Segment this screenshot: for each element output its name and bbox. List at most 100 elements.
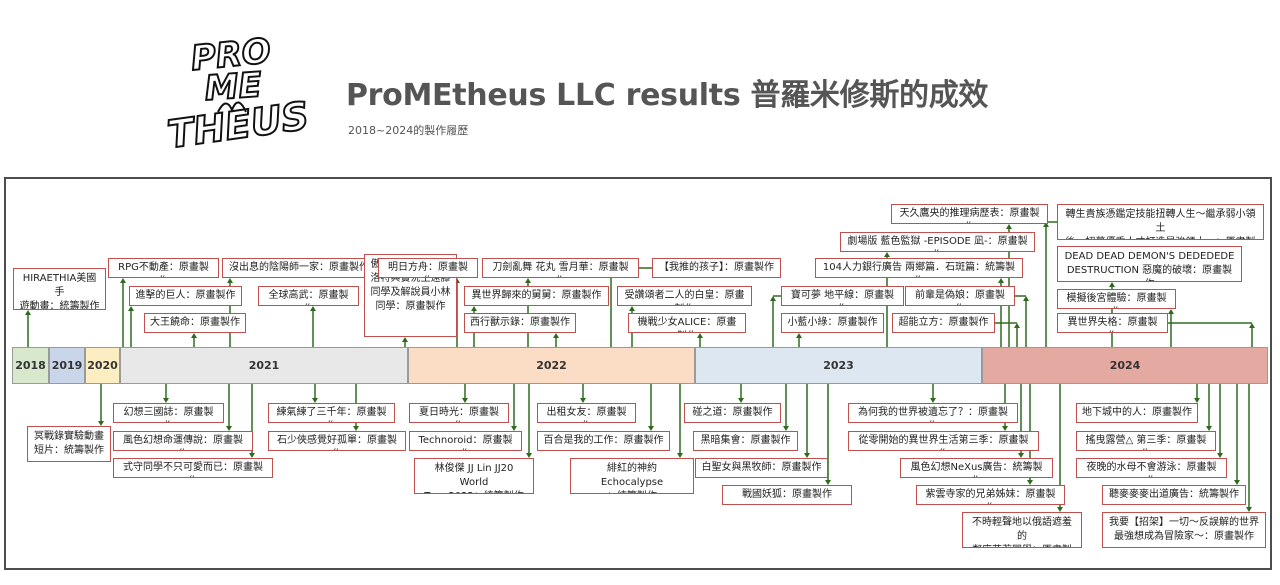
arrowhead-below-14 xyxy=(804,453,810,458)
event-below-13: 黑暗集會：原畫製作 xyxy=(693,431,798,451)
year-segment-2018: 2018 xyxy=(12,347,49,384)
svg-text:ME: ME xyxy=(203,65,263,109)
event-above-19: 前輩是偽娘：原畫製作 xyxy=(905,286,1015,306)
arrowhead-below-6 xyxy=(462,398,468,403)
event-above-7: 明日方舟：原畫製作 xyxy=(378,258,478,278)
arrowhead-above-0 xyxy=(25,310,31,315)
event-below-5: 石少俠感覺好孤單：原畫製作 xyxy=(268,431,406,451)
event-above-3: 大王饒命：原畫製作 xyxy=(144,313,246,333)
event-below-17: 從零開始的異世界生活第三季：原畫製作 xyxy=(848,431,1039,451)
event-below-15: 戰國妖狐：原畫製作 xyxy=(722,485,852,505)
event-below-10: 百合是我的工作：原畫製作 xyxy=(537,431,670,451)
event-below-20: 不時輕聲地以俄語遮羞的 鄰座艾莉同學：原畫製作 xyxy=(962,512,1082,548)
event-above-10: 西行獸示錄：原畫製作 xyxy=(464,313,576,333)
arrowhead-above-20 xyxy=(1014,323,1020,328)
arrowhead-above-5 xyxy=(310,306,316,311)
arrowhead-below-13 xyxy=(783,426,789,431)
year-segment-2024: 2024 xyxy=(982,347,1268,384)
event-above-0: HIRAETHIA美國手 遊動畫：統籌製作 xyxy=(13,268,106,310)
year-segment-2021: 2021 xyxy=(120,347,408,384)
page-subtitle: 2018~2024的製作履歷 xyxy=(348,124,469,137)
arrowhead-below-18 xyxy=(1018,453,1024,458)
event-below-25: 我要【招架】一切～反誤解的世界 最強想成為冒險家～：原畫製作 xyxy=(1102,512,1266,548)
arrowhead-above-3 xyxy=(191,333,197,338)
arrowhead-above-22 xyxy=(1109,282,1115,287)
arrowhead-above-19 xyxy=(1023,296,1029,301)
event-above-2: 進擊的巨人：原畫製作 xyxy=(129,286,242,306)
arrowhead-below-9 xyxy=(580,398,586,403)
arrowhead-above-24 xyxy=(1249,323,1255,328)
arrowhead-above-6 xyxy=(402,337,408,342)
event-below-12: 碰之道：原畫製作 xyxy=(684,403,781,423)
event-below-9: 出租女友：原畫製作 xyxy=(537,403,636,423)
event-above-9: 異世界歸來的舅舅：原畫製作 xyxy=(464,286,609,306)
arrowhead-above-23 xyxy=(1168,309,1174,314)
event-below-21: 地下城中的人：原畫製作 xyxy=(1076,403,1198,423)
event-above-17: 104人力銀行廣告 兩鄉篇．石斑篇：統籌製作 xyxy=(815,258,1023,278)
arrowhead-above-16 xyxy=(884,252,890,257)
event-below-16: 為何我的世界被遺忘了？：原畫製作 xyxy=(848,403,1018,423)
arrowhead-below-1 xyxy=(163,398,169,403)
event-above-1: RPG不動產：原畫製作 xyxy=(108,258,219,278)
arrowhead-below-0 xyxy=(98,421,104,426)
event-above-20: 超能立方：原畫製作 xyxy=(892,313,995,333)
arrowhead-below-21 xyxy=(1194,398,1200,403)
event-below-22: 搖曳露營△ 第三季：原畫製作 xyxy=(1076,431,1216,451)
arrowhead-below-16 xyxy=(930,398,936,403)
arrowhead-above-1 xyxy=(120,278,126,283)
arrowhead-above-12 xyxy=(629,306,635,311)
arrowhead-above-13 xyxy=(697,333,703,338)
arrowhead-above-15 xyxy=(796,333,802,338)
year-segment-2023: 2023 xyxy=(695,347,982,384)
arrowhead-below-17 xyxy=(1002,426,1008,431)
event-below-19: 紫雲寺家的兄弟姊妹：原畫製作 xyxy=(916,485,1065,505)
event-below-3: 式守同學不只可愛而已：原畫製作 xyxy=(113,458,273,478)
event-below-18: 風色幻想NeXus廣告：統籌製作 xyxy=(900,458,1053,478)
event-above-14: 寶可夢 地平線：原畫製作 xyxy=(781,286,904,306)
event-below-14: 白聖女與黑牧師：原畫製作 xyxy=(695,458,828,478)
arrowhead-below-12 xyxy=(738,398,744,403)
arrowhead-below-24 xyxy=(1234,480,1240,485)
event-below-0: 冥戰錄實驗動畫 短片：統籌製作 xyxy=(27,426,111,462)
event-below-23: 夜晚的水母不會游泳：原畫製作 xyxy=(1076,458,1227,478)
event-below-8: 林俊傑 JJ Lin JJ20 World Tour 2022：統籌製作 xyxy=(414,458,534,494)
event-below-24: 聽麥麥麥出道廣告：統籌製作 xyxy=(1102,485,1246,505)
prometheus-logo: PRO ME THEUS xyxy=(164,30,310,148)
arrowhead-above-2 xyxy=(128,306,134,311)
arrowhead-below-19 xyxy=(1027,480,1033,485)
arrowhead-below-5 xyxy=(353,426,359,431)
year-segment-2022: 2022 xyxy=(408,347,695,384)
event-below-11: 緋紅的神約 Echocalypse ：統籌製作 xyxy=(570,458,694,494)
arrowhead-above-21 xyxy=(1043,222,1049,227)
arrowhead-above-17 xyxy=(998,278,1004,283)
event-above-8: 刀劍亂舞 花丸 雪月華：原畫製作 xyxy=(482,258,639,278)
arrowhead-above-18 xyxy=(1006,224,1012,229)
arrowhead-below-7 xyxy=(511,426,517,431)
arrowhead-above-14 xyxy=(770,296,776,301)
arrowhead-below-3 xyxy=(249,453,255,458)
event-above-13: 機戰少女ALICE：原畫製作 xyxy=(628,313,746,333)
event-above-12: 受讚頌者二人的白皇：原畫製作 xyxy=(617,286,752,306)
event-above-23: 模擬後宮體驗：原畫製作 xyxy=(1057,289,1176,309)
arrowhead-below-23 xyxy=(1217,453,1223,458)
arrowhead-below-20 xyxy=(1057,507,1063,512)
arrowhead-above-10 xyxy=(553,333,559,338)
event-above-5: 全球高武：原畫製作 xyxy=(258,286,359,306)
event-below-1: 幻想三國誌：原畫製作 xyxy=(113,403,224,423)
arrowhead-below-22 xyxy=(1206,426,1212,431)
event-above-18: 天久鷹央的推理病歷表：原畫製作 xyxy=(891,204,1048,224)
arrowhead-below-2 xyxy=(226,426,232,431)
year-segment-2019: 2019 xyxy=(49,347,85,384)
arrowhead-above-4 xyxy=(227,278,233,283)
event-above-16: 劇場版 藍色監獄 -EPISODE 凪-：原畫製作 xyxy=(840,232,1035,252)
arrowhead-above-8 xyxy=(525,278,531,283)
arrowhead-below-15 xyxy=(825,480,831,485)
svg-text:PRO: PRO xyxy=(189,31,273,79)
event-below-7: Technoroid：原畫製作 xyxy=(409,431,522,451)
event-above-4: 沒出息的陰陽師一家：原畫製作 xyxy=(222,258,376,278)
page-title: ProMEtheus LLC results 普羅米修斯的成效 xyxy=(346,78,989,113)
arrowhead-below-25 xyxy=(1246,507,1252,512)
arrowhead-above-9 xyxy=(471,306,477,311)
year-segment-2020: 2020 xyxy=(85,347,120,384)
event-below-4: 練氣練了三千年：原畫製作 xyxy=(268,403,395,423)
